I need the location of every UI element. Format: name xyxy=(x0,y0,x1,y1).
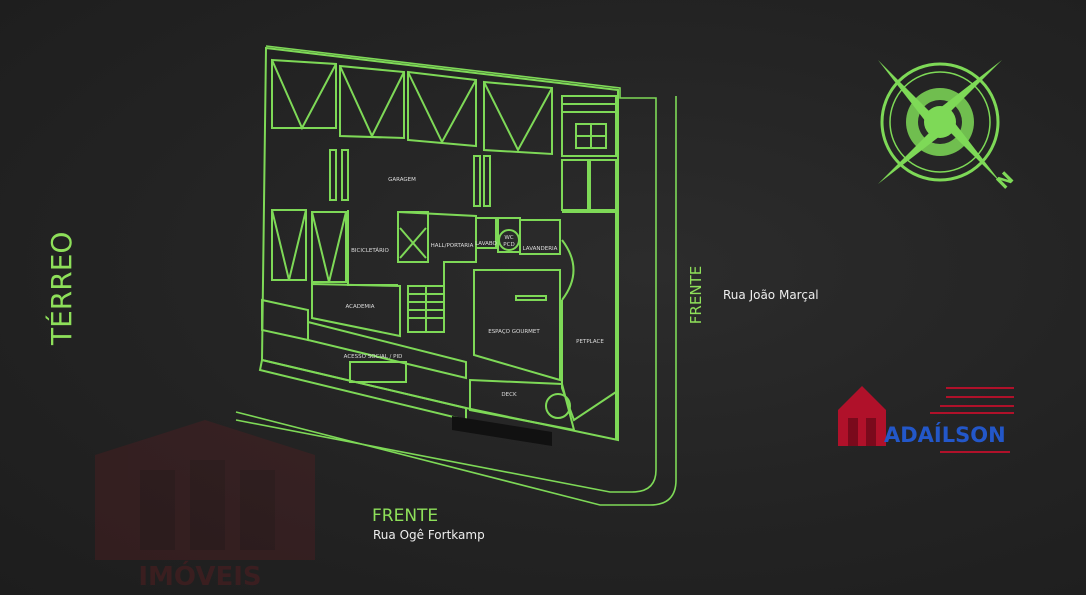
brand-name: ADAÍLSON xyxy=(884,422,1006,447)
front-bottom-label: FRENTE xyxy=(372,506,439,526)
room-label-garagem: GARAGEM xyxy=(388,177,416,183)
room-label-acesso-social: ACESSO SOCIAL / PID xyxy=(344,354,403,360)
room-label-pcd: PCD xyxy=(503,242,514,248)
room-label-academia: ACADEMIA xyxy=(345,304,374,310)
room-label-espaco-gourmet: ESPAÇO GOURMET xyxy=(488,329,540,335)
room-label-petplace: PETPLACE xyxy=(576,339,604,345)
building-walls xyxy=(258,46,619,442)
watermark-text: IMÓVEIS xyxy=(138,560,261,592)
floor-title: TÉRREO xyxy=(45,231,78,345)
front-right-street: Rua João Marçal xyxy=(723,288,819,302)
front-bottom-street: Rua Ogê Fortkamp xyxy=(373,528,485,542)
room-label-hall-portaria: HALL/PORTARIA xyxy=(431,243,474,249)
lot-boundary xyxy=(235,45,677,506)
room-label-bicicletario: BICICLETÁRIO xyxy=(351,247,389,254)
front-right-label: FRENTE xyxy=(687,265,705,325)
brand-logo xyxy=(838,386,1014,453)
room-label-deck: DECK xyxy=(501,392,517,398)
compass-north-letter: N xyxy=(993,168,1019,194)
room-label-wc: WC xyxy=(504,235,513,241)
compass-rose-icon xyxy=(878,60,1002,184)
entrance-bar xyxy=(452,416,552,446)
room-label-lavabo: LAVABO xyxy=(475,241,497,247)
watermark-logo xyxy=(95,420,315,560)
room-label-lavanderia: LAVANDERIA xyxy=(523,246,558,252)
